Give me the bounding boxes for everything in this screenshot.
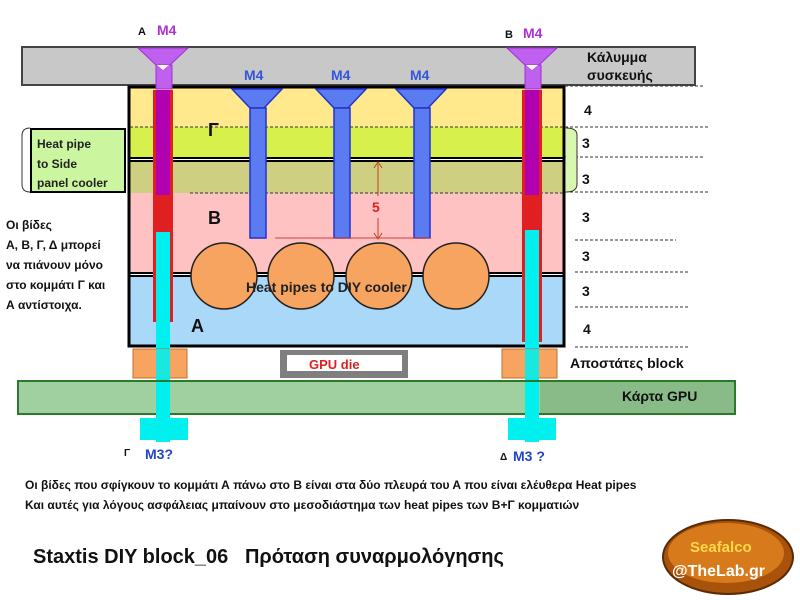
left-note-line: να πιάνουν μόνο [6,258,103,272]
thickness-value: 3 [582,135,590,151]
heat-pipe [190,242,258,310]
screw-a-size: M4 [157,22,177,38]
cover-label-line1: Κάλυμμα [587,49,647,65]
heat-pipes [190,242,490,310]
screw-shaft [249,107,267,239]
thickness-value: 3 [582,171,590,187]
spacers-label: Αποστάτες block [570,355,684,371]
left-note-line: Οι βίδες [6,218,52,232]
heat-pipe [267,242,335,310]
thickness-value: 3 [582,283,590,299]
heat-pipe [422,242,490,310]
screw-a-letter: A [138,26,146,38]
left-bracket [21,127,31,193]
screw-gamma-letter: Γ [124,448,130,459]
side-box-line1: Heat pipe [37,137,91,151]
logo-line1: Seafalco [690,539,752,556]
screw-size-label: M4 [410,67,430,83]
heat-pipes-label: Heat pipes to DIY cooler [246,279,407,295]
screw-b-size: M4 [523,25,543,41]
screw-size-label: M4 [331,67,351,83]
note-line: Οι βίδες που σφίγκουν το κομμάτι Α πάνω … [25,478,637,492]
thickness-value: 3 [582,209,590,225]
gap-arrow [275,161,430,240]
side-box-line2: to Side [37,157,77,171]
thickness-value: 3 [582,248,590,264]
layer-gamma-label: Γ [208,120,219,140]
screw-gamma-size: M3? [145,446,173,462]
screw-delta-size: M3 ? [513,448,545,464]
device-cover [21,46,696,86]
left-note-line: στο κομμάτι Γ και [6,278,105,292]
screw-delta-letter: Δ [500,452,507,463]
middle-screws [230,88,448,239]
thickness-value: 4 [583,321,591,337]
screw-shaft [333,107,351,239]
thickness-guides [565,85,710,348]
note-line: Και αυτές για λόγους ασφάλειας μπαίνουν … [25,498,580,512]
layer-beta-label: B [208,208,221,228]
right-bracket [565,127,578,193]
logo-line2: @TheLab.gr [672,563,765,580]
seafalco-logo: Seafalco @TheLab.gr [662,519,794,595]
thickness-value: 4 [584,102,592,118]
side-box-line3: panel cooler [37,176,108,190]
gpu-die-label: GPU die [309,357,360,372]
gap-value: 5 [372,199,380,215]
left-note-line: Α αντίστοιχα. [6,298,82,312]
left-note-line: Α, Β, Γ, Δ μπορεί [6,238,101,252]
side-cooler-box [30,128,126,193]
layer-alpha-label: A [191,316,204,336]
card-label: Κάρτα GPU [622,388,697,404]
screw-size-label: M4 [244,67,264,83]
cover-label-line2: συσκευής [587,67,653,83]
screw-shaft [413,107,431,239]
heat-pipe [345,242,413,310]
screw-b-letter: B [505,29,513,41]
page-title: Staxtis DIY block_06 Πρόταση συναρμολόγη… [33,546,504,568]
